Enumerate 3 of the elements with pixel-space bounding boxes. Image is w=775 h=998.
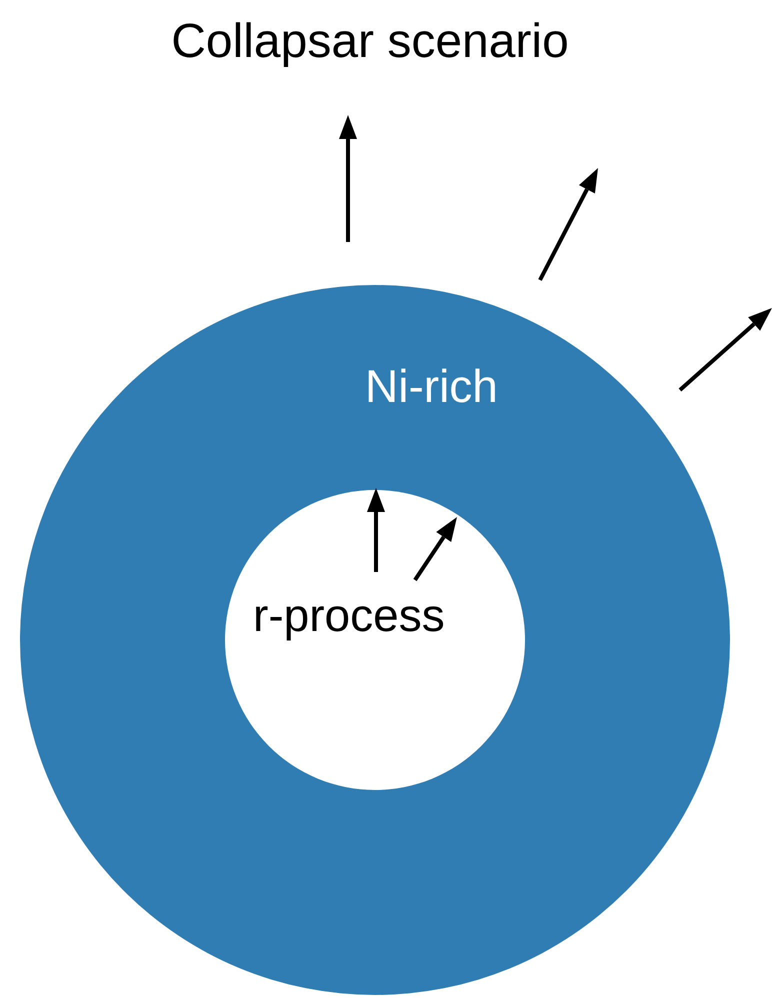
region-label: r-process bbox=[253, 592, 445, 638]
title: Collapsar scenario bbox=[170, 18, 570, 66]
region-label: Ni-rich bbox=[365, 363, 498, 409]
